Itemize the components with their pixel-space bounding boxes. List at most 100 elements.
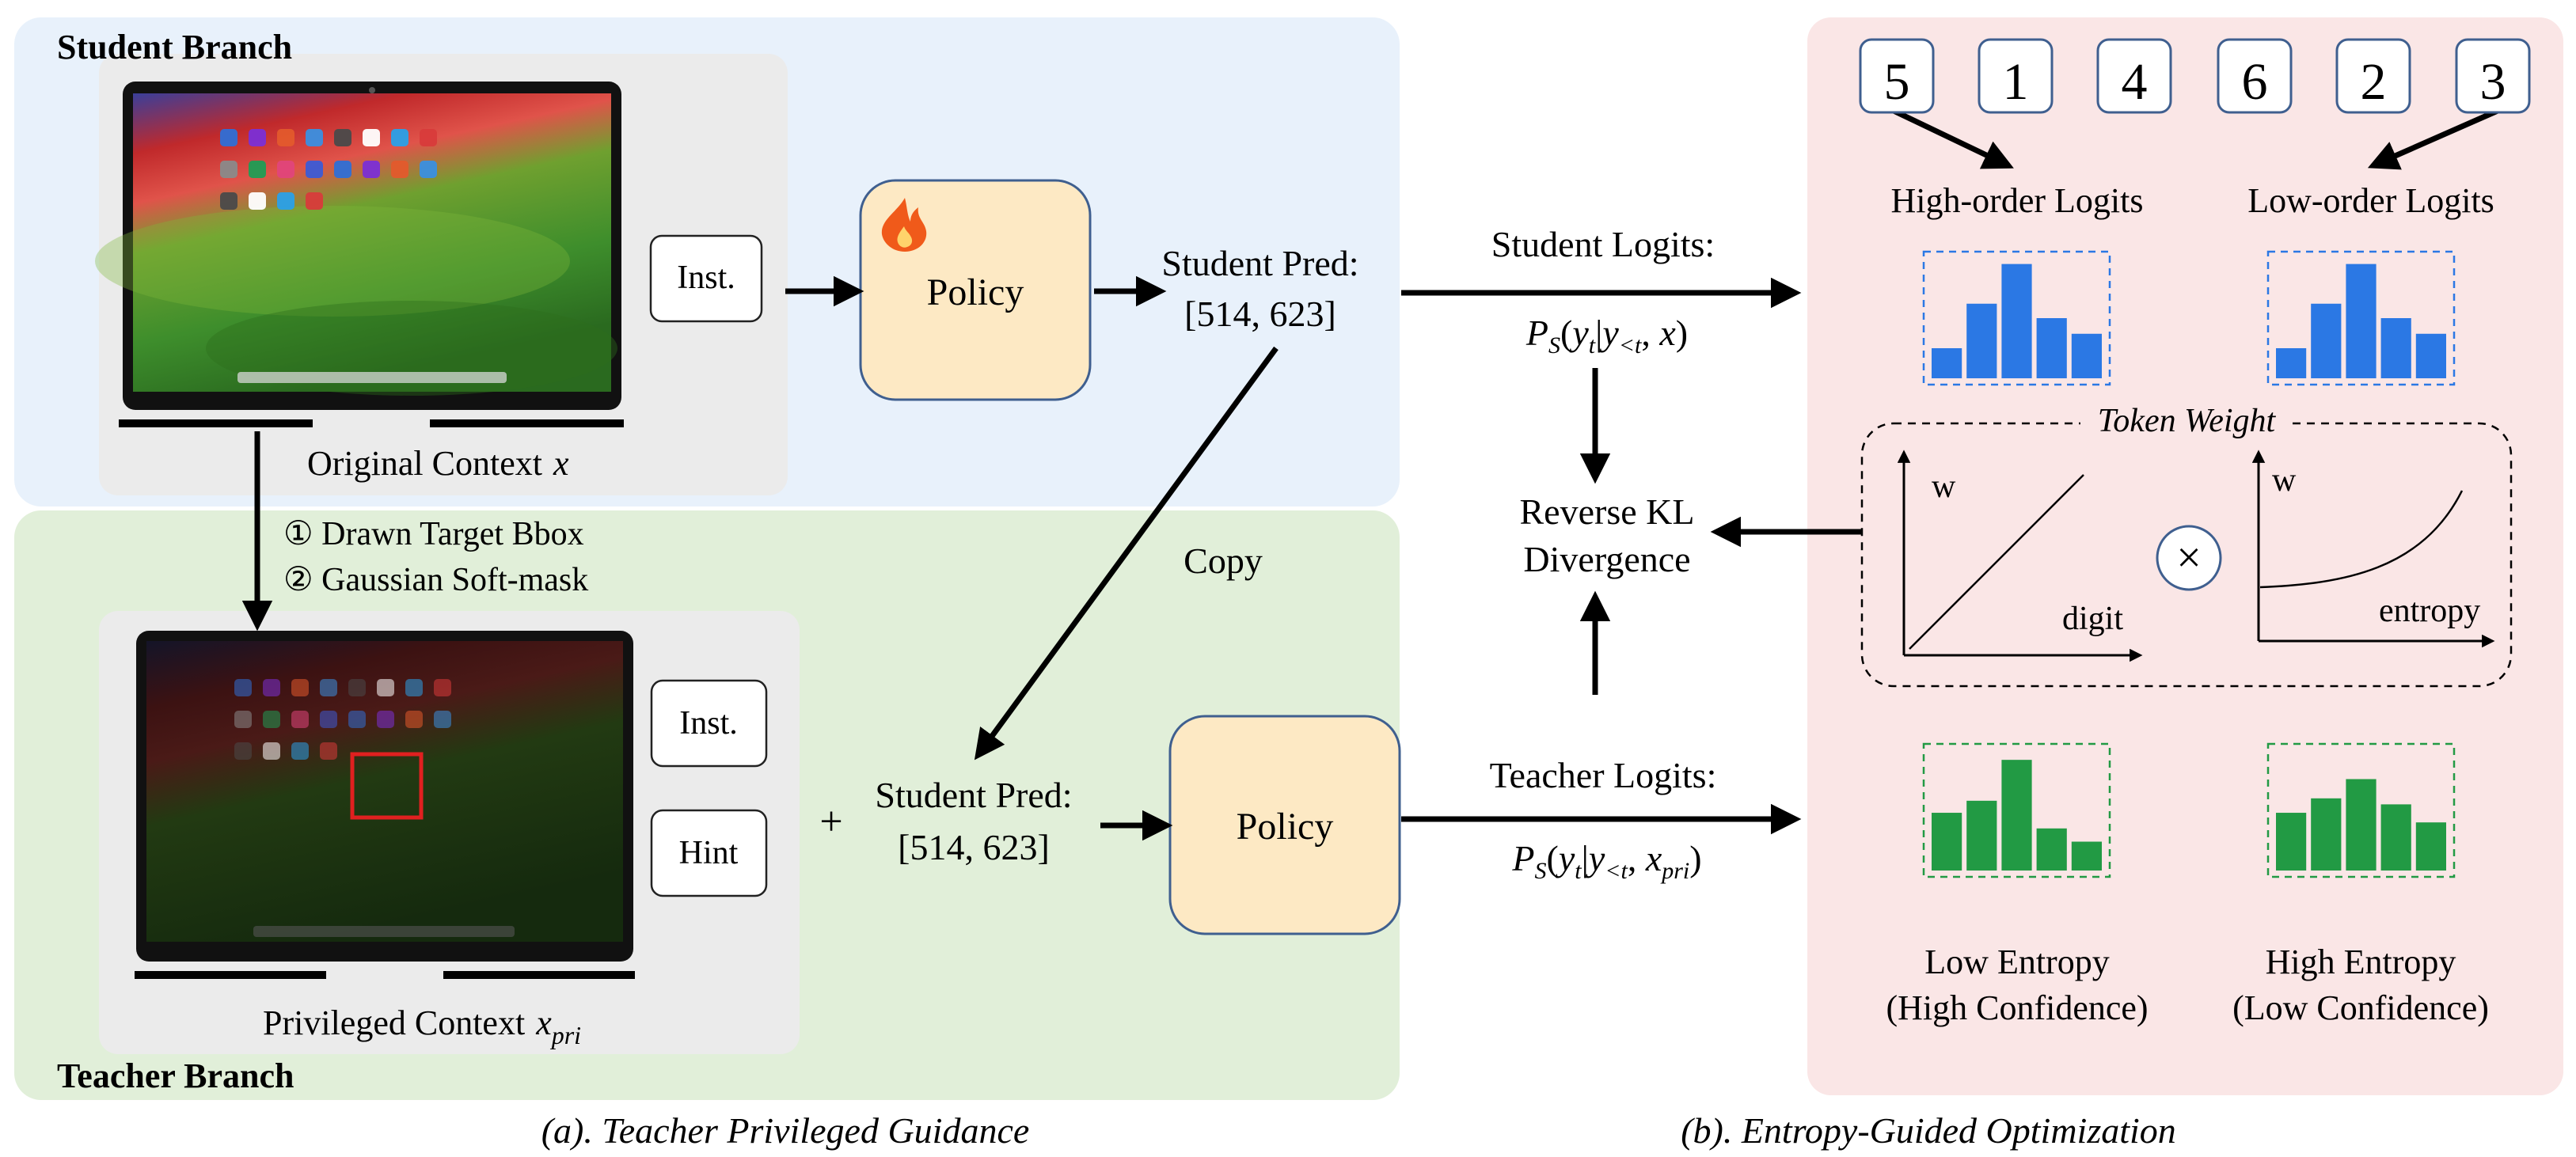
student-hist-2-bar-5 — [2415, 333, 2446, 378]
teacher-app-icon — [291, 742, 309, 760]
teacher-hist-2-bar-1 — [2276, 813, 2307, 871]
high-entropy-line1: High Entropy — [2266, 943, 2456, 981]
student-app-icon — [249, 192, 266, 210]
step-drawn-bbox: ① Drawn Target Bbox — [283, 516, 584, 552]
teacher-app-icon — [291, 711, 309, 728]
arrows — [241, 108, 2499, 841]
student-app-icon — [220, 192, 237, 210]
teacher-hist-2-bar-3 — [2346, 779, 2377, 871]
student-app-icon — [420, 129, 437, 146]
teacher-hist-1-bar-3 — [2001, 760, 2032, 871]
student-policy-label: Policy — [927, 271, 1024, 313]
digit-box-1 — [1859, 38, 1935, 114]
student-pred-value: [514, 623] — [1184, 294, 1336, 334]
low-order-logits-label: Low-order Logits — [2247, 181, 2494, 220]
teacher-app-icon — [234, 679, 252, 696]
digit-label-5: 2 — [2361, 53, 2387, 111]
entropy-weight-plot — [2251, 450, 2495, 648]
student-hist-1-bar-3 — [2001, 264, 2032, 378]
teacher-app-icon — [434, 679, 451, 696]
teacher-app-icon — [320, 742, 337, 760]
digit-label-3: 4 — [2122, 53, 2148, 111]
teacher-app-icon — [377, 679, 394, 696]
teacher-logits-formula: PS(yt|y<t, xpri) — [1511, 838, 1701, 884]
low-entropy-line2: (High Confidence) — [1886, 988, 2148, 1027]
student-pred-label: Student Pred: — [1161, 243, 1358, 283]
digit-axis-label: digit — [2062, 601, 2123, 637]
student-app-icon — [363, 129, 380, 146]
teacher-pred-value: [514, 623] — [898, 827, 1050, 867]
student-hist-frame-1 — [1922, 250, 2111, 386]
student-app-icon — [277, 129, 294, 146]
fire-icon — [881, 198, 927, 252]
student-app-icon — [391, 161, 408, 178]
teacher-hist-1-bar-4 — [2036, 828, 2067, 871]
teacher-app-icon — [291, 679, 309, 696]
student-app-icon — [334, 129, 351, 146]
teacher-logits-label: Teacher Logits: — [1490, 755, 1717, 795]
student-hist-2-bar-4 — [2380, 318, 2411, 378]
teacher-app-icon — [320, 711, 337, 728]
student-hist-2-bar-3 — [2346, 264, 2377, 378]
digit-label-4: 6 — [2242, 53, 2268, 111]
student-app-icon — [391, 129, 408, 146]
student-hist-1-bar-1 — [1932, 348, 1962, 378]
copy-label: Copy — [1184, 541, 1263, 581]
teacher-app-icon — [263, 679, 280, 696]
caption-b: (b). Entropy-Guided Optimization — [1681, 1110, 2176, 1151]
teacher-hist-2-bar-2 — [2311, 798, 2342, 871]
teacher-app-icon — [377, 711, 394, 728]
digit-label-6: 3 — [2480, 53, 2506, 111]
teacher-app-icon — [348, 711, 366, 728]
teacher-inst-label: Inst. — [679, 705, 738, 742]
student-laptop — [95, 82, 624, 427]
digit-box-3 — [2096, 38, 2172, 114]
reverse-kl-line2: Divergence — [1523, 539, 1690, 579]
teacher-hist-1-bar-1 — [1932, 813, 1962, 871]
student-app-icon — [249, 161, 266, 178]
student-hist-2-bar-1 — [2276, 348, 2307, 378]
student-hist-1-bar-2 — [1966, 303, 1997, 378]
student-hist-2-bar-2 — [2311, 303, 2342, 378]
teacher-app-icon — [348, 679, 366, 696]
reverse-kl-line1: Reverse KL — [1520, 491, 1695, 532]
teacher-hist-frame-1 — [1922, 742, 2111, 878]
student-app-icon — [363, 161, 380, 178]
student-app-icon — [277, 161, 294, 178]
entropy-plot-w-label: w — [2272, 462, 2297, 499]
student-hist-1-bar-5 — [2071, 333, 2102, 378]
low-entropy-line1: Low Entropy — [1924, 943, 2109, 981]
teacher-hist-1-bar-5 — [2071, 841, 2102, 871]
hint-box — [650, 809, 768, 897]
token-weight-title: Token Weight — [2098, 403, 2277, 439]
student-app-icon — [249, 129, 266, 146]
student-inst-box — [649, 234, 763, 323]
digit-label-1: 5 — [1884, 53, 1910, 111]
student-logits-label: Student Logits: — [1491, 224, 1715, 264]
teacher-app-icon — [405, 711, 423, 728]
student-hist-frame-2 — [2266, 250, 2456, 386]
teacher-policy-label: Policy — [1237, 806, 1334, 848]
teacher-hist-2-bar-4 — [2380, 804, 2411, 871]
student-inst-label: Inst. — [677, 260, 735, 296]
teacher-inst-box — [650, 679, 768, 768]
digit-label-2: 1 — [2003, 53, 2029, 111]
caption-a: (a). Teacher Privileged Guidance — [541, 1110, 1030, 1151]
student-logits-formula: PS(yt|y<t, x) — [1525, 313, 1688, 358]
student-hist-1-bar-4 — [2036, 318, 2067, 378]
digit-box-5 — [2335, 38, 2411, 114]
teacher-app-icon — [405, 679, 423, 696]
digit-box-2 — [1978, 38, 2054, 114]
high-order-logits-label: High-order Logits — [1891, 181, 2144, 220]
teacher-hist-frame-2 — [2266, 742, 2456, 878]
teacher-app-icon — [263, 742, 280, 760]
teacher-app-icon — [263, 711, 280, 728]
student-app-icon — [306, 192, 323, 210]
digit-weight-plot — [1897, 450, 2143, 662]
teacher-pred-label: Student Pred: — [875, 775, 1072, 815]
high-entropy-line2: (Low Confidence) — [2232, 988, 2489, 1027]
teacher-hist-1-bar-2 — [1966, 800, 1997, 871]
teacher-app-icon — [320, 679, 337, 696]
